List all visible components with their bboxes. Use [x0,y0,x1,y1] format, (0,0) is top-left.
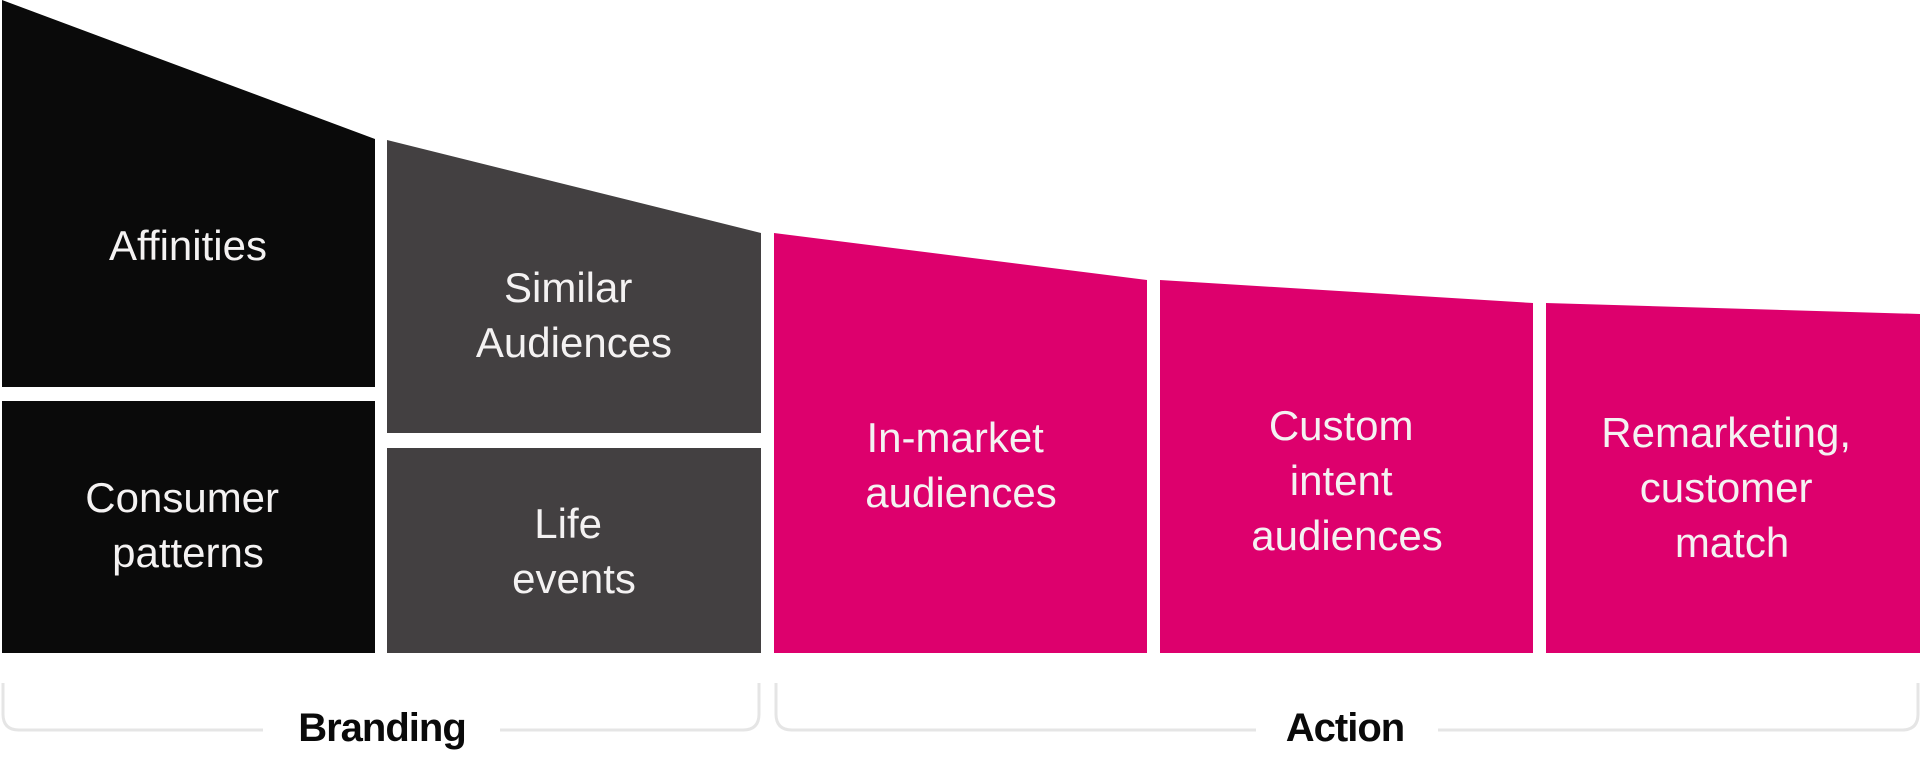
branding-group-label: Branding [298,706,466,750]
segment-in-market-audiences-shape [774,233,1147,653]
segment-in-market-audiences: In-market audiences [774,233,1147,653]
segment-similar-audiences-label: Similar Audiences [476,264,672,366]
label-line: Remarketing, [1601,409,1851,456]
segment-in-market-audiences-label: In-market audiences [865,414,1056,516]
label-line: Life [534,500,602,547]
segment-similar-audiences: Similar Audiences [387,140,761,433]
segment-affinities: Affinities [2,0,375,387]
segment-affinities-shape [2,0,375,387]
label-line: match [1675,519,1789,566]
label-line: Consumer [85,474,279,521]
label-line: customer [1640,464,1813,511]
action-bracket-left [774,683,1256,732]
label-line: In-market [866,414,1044,461]
segment-remarketing-customer-match: Remarketing, customer match [1546,303,1920,653]
branding-bracket-right [500,683,761,732]
segment-life-events-shape [387,448,761,653]
label-line: audiences [1251,512,1442,559]
segment-remarketing-customer-match-shape [1546,303,1920,653]
segment-life-events: Life events [387,448,761,653]
segment-consumer-patterns-shape [2,401,375,653]
segment-consumer-patterns: Consumer patterns [2,401,375,653]
segment-custom-intent-audiences-shape [1160,280,1533,653]
segment-custom-intent-audiences-label: Custom intent audiences [1251,402,1442,559]
segment-remarketing-customer-match-label: Remarketing, customer match [1601,409,1862,566]
label-line: patterns [112,529,264,576]
action-group-label: Action [1286,706,1404,750]
branding-bracket: Branding [1,683,761,750]
label-line: Similar [504,264,632,311]
segment-life-events-label: Life events [512,500,636,602]
label-line: events [512,555,636,602]
segment-affinities-label: Affinities [109,222,267,269]
label-line: Audiences [476,319,672,366]
label-line: audiences [865,469,1056,516]
branding-bracket-left [1,683,263,732]
label-line: intent [1290,457,1393,504]
segment-consumer-patterns-label: Consumer patterns [85,474,290,576]
label-line: Custom [1269,402,1414,449]
label-line: Affinities [109,222,267,269]
action-bracket-right [1438,683,1920,732]
action-bracket: Action [774,683,1920,750]
segment-similar-audiences-shape [387,140,761,433]
segment-custom-intent-audiences: Custom intent audiences [1160,280,1533,653]
